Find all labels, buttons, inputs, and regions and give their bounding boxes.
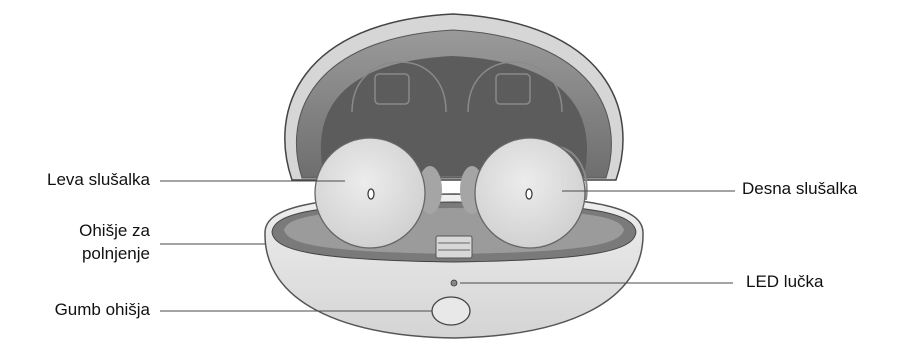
label-right-earbud: Desna slušalka (742, 178, 857, 200)
label-case-button: Gumb ohišja (6, 299, 150, 321)
label-charging-case-line1: Ohišje za (6, 220, 150, 242)
label-charging-case-line2: polnjenje (6, 243, 150, 265)
case-button-shape (432, 297, 470, 325)
label-left-earbud: Leva slušalka (6, 169, 150, 191)
label-led-light: LED lučka (746, 271, 823, 293)
led-indicator (451, 280, 457, 286)
